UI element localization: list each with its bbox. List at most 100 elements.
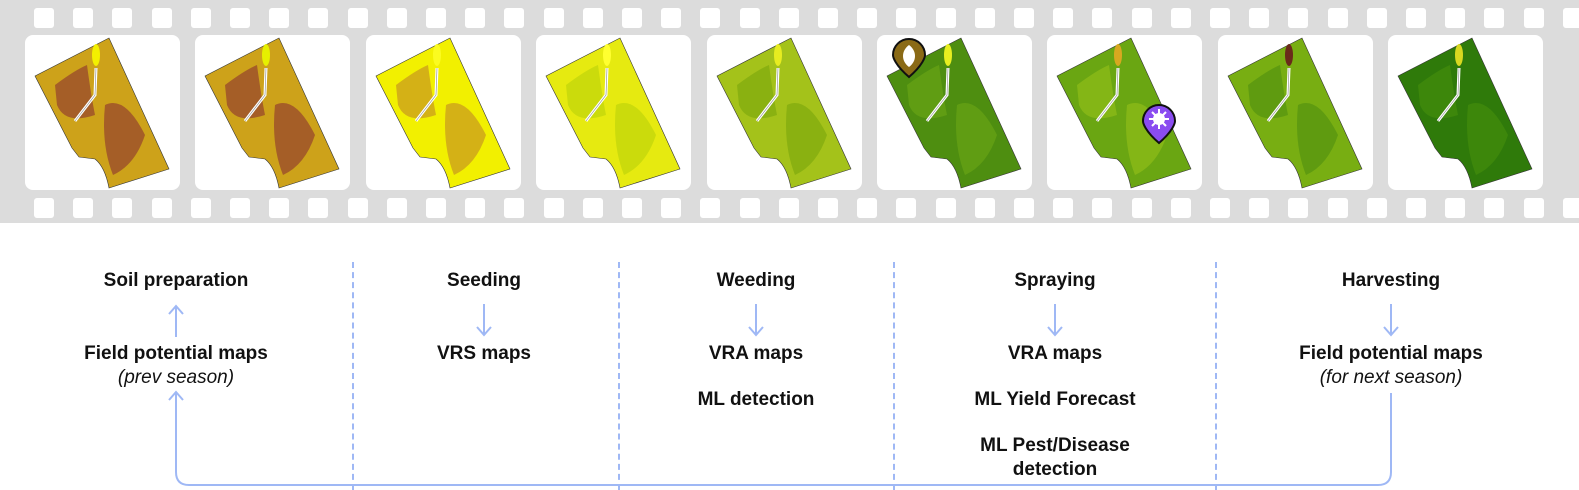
film-hole: [73, 198, 94, 218]
arrow-down-icon: [476, 304, 492, 337]
film-hole: [347, 198, 368, 218]
field-map: [716, 37, 852, 189]
film-hole: [465, 8, 486, 28]
film-hole: [582, 8, 603, 28]
season-loop-arrow: [168, 390, 1392, 486]
output-line: ML detection: [697, 389, 815, 410]
film-hole: [1249, 198, 1270, 218]
output-line: detection: [1012, 459, 1098, 480]
field-map-frame: [365, 35, 521, 190]
film-hole: [661, 198, 682, 218]
film-hole: [386, 198, 407, 218]
film-hole: [1053, 8, 1074, 28]
soil-output: Field potential maps (prev season): [84, 342, 268, 390]
film-hole: [1484, 198, 1505, 218]
film-hole: [1523, 8, 1544, 28]
film-hole: [269, 8, 290, 28]
stage-weeding: Weeding: [716, 270, 796, 291]
film-hole: [1484, 8, 1505, 28]
film-hole: [778, 198, 799, 218]
film-hole: [1327, 198, 1348, 218]
film-hole: [974, 8, 995, 28]
field-map-frame: [25, 35, 180, 190]
film-hole: [1406, 8, 1426, 28]
film-hole: [1014, 198, 1034, 218]
film-hole: [1562, 198, 1579, 218]
stage-seeding: Seeding: [447, 270, 521, 291]
field-map-frame: [706, 35, 862, 190]
field-map-frame: [1047, 35, 1203, 190]
stage-soil-preparation: Soil preparation: [103, 270, 249, 291]
divider: [893, 262, 895, 490]
stage-spraying: Spraying: [1014, 270, 1096, 291]
film-hole: [622, 198, 642, 218]
field-map-frame: [877, 35, 1032, 190]
film-hole: [190, 198, 211, 218]
arrow-up-icon: [168, 304, 184, 337]
film-hole: [1249, 8, 1270, 28]
film-hole: [543, 198, 564, 218]
film-hole: [1131, 8, 1152, 28]
film-hole: [818, 198, 838, 218]
film-hole: [1170, 198, 1191, 218]
film-hole: [739, 8, 760, 28]
film-hole: [230, 198, 250, 218]
film-hole: [1053, 198, 1074, 218]
film-hole: [426, 198, 446, 218]
weeding-output: VRA maps ML detection: [698, 342, 815, 412]
film-hole: [818, 8, 838, 28]
film-hole: [465, 198, 486, 218]
output-line: ML Yield Forecast: [974, 389, 1136, 410]
divider: [352, 262, 354, 490]
film-hole: [1131, 198, 1152, 218]
film-hole: [386, 8, 407, 28]
film-hole: [112, 8, 133, 28]
film-hole: [308, 8, 329, 28]
film-hole: [151, 198, 172, 218]
film-hole: [1288, 8, 1309, 28]
output-line: VRS maps: [437, 343, 531, 364]
film-hole: [151, 8, 172, 28]
field-map: [1397, 37, 1533, 189]
film-hole: [504, 8, 525, 28]
film-hole: [308, 198, 329, 218]
spraying-output: VRA maps ML Yield Forecast ML Pest/Disea…: [974, 342, 1135, 482]
film-hole: [1445, 8, 1466, 28]
field-map: [204, 37, 340, 189]
film-hole: [112, 198, 133, 218]
arrow-down-icon: [748, 304, 764, 337]
arrow-down-icon: [1383, 304, 1399, 337]
stage-harvesting: Harvesting: [1341, 270, 1441, 291]
field-map-frame: [1217, 35, 1373, 190]
film-hole: [73, 8, 94, 28]
film-hole: [230, 8, 250, 28]
field-map: [1227, 37, 1363, 189]
film-hole: [1406, 198, 1426, 218]
harvesting-output: Field potential maps (for next season): [1299, 342, 1483, 390]
field-map-frame: [195, 35, 351, 190]
film-hole: [700, 198, 721, 218]
film-hole: [1366, 198, 1387, 218]
film-hole: [857, 198, 878, 218]
film-hole: [896, 8, 917, 28]
output-line: VRA maps: [1007, 343, 1103, 364]
film-hole: [935, 8, 956, 28]
film-hole: [739, 198, 760, 218]
output-line: VRA maps: [708, 343, 804, 364]
film-hole: [1327, 8, 1348, 28]
output-line: Field potential maps: [1299, 343, 1483, 364]
divider: [618, 262, 620, 490]
field-map: [375, 37, 511, 189]
film-hole: [1366, 8, 1387, 28]
film-hole: [896, 198, 917, 218]
output-line: Field potential maps: [84, 343, 268, 364]
divider: [1215, 262, 1217, 490]
film-hole: [504, 198, 525, 218]
field-map: [34, 37, 170, 189]
film-hole: [1523, 198, 1544, 218]
film-hole: [1092, 8, 1113, 28]
film-hole: [347, 8, 368, 28]
film-hole: [778, 8, 799, 28]
